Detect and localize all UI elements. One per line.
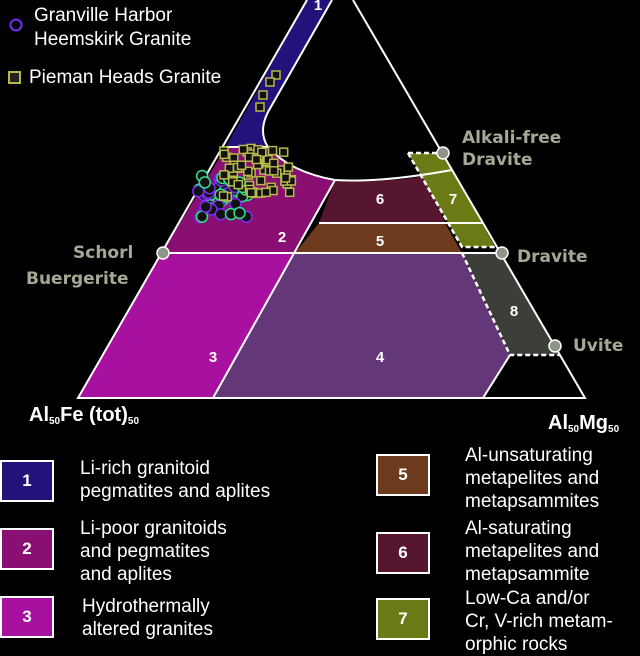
region-label-7: 7 [449, 191, 457, 208]
granville-sample-point [192, 184, 205, 198]
legend-text-1: Li-rich granitoid pegmatites and aplites [80, 458, 271, 502]
schorl-point [156, 246, 170, 260]
pieman-sample-point [280, 173, 291, 183]
boundary-4-right [482, 354, 511, 399]
region-6 [319, 176, 445, 223]
pieman-sample-point [219, 170, 229, 180]
region-label-8: 8 [510, 303, 518, 320]
dashed-boundary-7 [406, 151, 495, 249]
legend-text-2: Li-poor granitoids and pegmatites and ap… [80, 518, 227, 585]
label-alkali-free-dravite-2: Dravite [462, 150, 533, 170]
pieman-sample-point [284, 187, 295, 198]
pieman-sample-point [246, 187, 256, 198]
triangle-left-edge [76, 0, 587, 399]
region-label-4: 4 [376, 349, 385, 366]
pieman-sample-point [236, 160, 247, 171]
granville-sample-point [198, 176, 212, 189]
region-label-2: 2 [278, 229, 286, 246]
axis-label-left: Al50Fe (tot)50 [29, 404, 140, 427]
legend-text-7: Low-Ca and/or Cr, V-rich metam- orphic r… [465, 588, 613, 655]
label-alkali-free: Alkali-free [462, 128, 562, 148]
legend-granville: Granville Harbor Heemskirk Granite [34, 4, 191, 52]
alkali-free-dravite-point [436, 146, 450, 160]
pieman-marker-icon [8, 71, 21, 84]
label-alkali-free-dravite: Alkali-free Dravite [462, 127, 561, 171]
legend-text-5: Al-unsaturating metapelites and metapsam… [465, 445, 600, 512]
legend-box-3: 3 [0, 596, 54, 638]
pieman-sample-point [218, 191, 229, 201]
ternary-diagram: 1 2 3 4 5 6 7 8 [8, 0, 587, 399]
pieman-sample-point [278, 147, 289, 157]
label-uvite: Uvite [573, 336, 624, 356]
pieman-sample-point [256, 175, 266, 186]
legend-pieman: Pieman Heads Granite [29, 67, 222, 88]
dashed-boundary-8 [460, 252, 560, 357]
uvite-point [548, 339, 562, 353]
region-4 [213, 253, 510, 398]
pieman-sample-point [261, 187, 271, 198]
region-label-5: 5 [376, 233, 384, 250]
pieman-sample-point [271, 70, 281, 80]
legend-box-1: 1 [0, 460, 54, 502]
legend-box-2: 2 [0, 528, 54, 570]
region-label-3: 3 [209, 349, 217, 366]
legend-box-6: 6 [376, 532, 430, 574]
label-buergerite: Buergerite [26, 269, 129, 289]
region-label-6: 6 [376, 191, 384, 208]
pieman-sample-point [251, 154, 262, 165]
legend-granville-line2: Heemskirk Granite [34, 29, 192, 50]
granville-sample-point [214, 208, 228, 221]
granville-sample-point [199, 200, 212, 214]
region-5 [295, 223, 462, 253]
pieman-sample-point [269, 166, 279, 176]
legend-box-5: 5 [376, 454, 430, 496]
legend-text-6: Al-saturating metapelites and metapsammi… [465, 518, 600, 585]
boundary-2-4 [212, 179, 336, 399]
pieman-sample-point [238, 144, 249, 155]
region-1-boundary [262, 0, 453, 182]
pieman-sample-point [265, 77, 275, 87]
pieman-sample-point [257, 147, 267, 158]
region-8 [462, 253, 558, 355]
pieman-sample-point [219, 149, 229, 160]
region-label-1: 1 [314, 0, 322, 14]
dravite-point [495, 246, 509, 260]
legend-box-7: 7 [376, 598, 430, 640]
pieman-sample-point [255, 102, 265, 112]
legend-granville-line1: Granville Harbor [34, 5, 173, 26]
granville-marker-icon [9, 18, 23, 32]
granville-sample-point [233, 206, 246, 220]
axis-label-right: Al50Mg50 [548, 412, 620, 435]
pieman-sample-point [233, 179, 243, 190]
pieman-sample-point [258, 90, 268, 100]
pieman-sample-point [267, 145, 278, 156]
pieman-sample-point [283, 162, 294, 172]
label-schorl: Schorl [73, 243, 134, 263]
legend-text-3: Hydrothermally altered granites [82, 596, 213, 640]
region-3 [78, 253, 295, 398]
label-dravite: Dravite [517, 247, 588, 267]
